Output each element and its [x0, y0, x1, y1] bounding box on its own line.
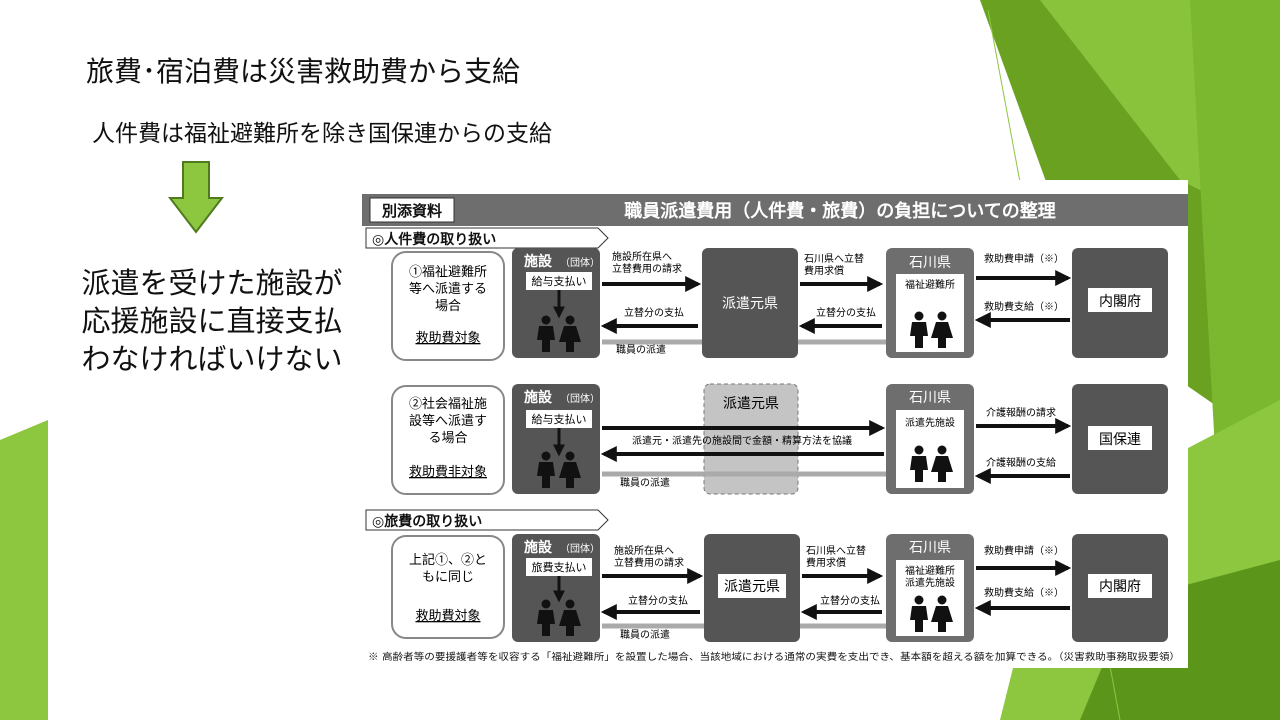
figure-header: 職員派遣費用（人件費・旅費）の負担についての整理: [624, 200, 1055, 222]
note-line-1: 派遣を受けた施設が: [81, 266, 343, 300]
row1-mid-top2: 費用求償: [804, 264, 844, 277]
row1-pay-box: [526, 272, 592, 290]
note-text: 派遣を受けた施設が 応援施設に直接支払 わなければいけない: [62, 264, 362, 378]
row1-back-label: 立替分の支払: [624, 306, 684, 319]
row3-left-category: 救助費対象: [415, 608, 480, 624]
row2-left-category: 救助費非対象: [409, 464, 487, 480]
row1-top-label2: 立替費用の請求: [612, 262, 682, 275]
row3-pref-sub2: 派遣先施設: [905, 576, 955, 589]
row3-right-top: 救助費申請（※）: [984, 544, 1064, 557]
row2-facility-label: 施設: [524, 389, 553, 406]
row3-pref-inner: [896, 560, 964, 636]
slide-subtitle: 人件費は福祉避難所を除き国保連からの支給: [92, 121, 552, 147]
row2-right-bottom: 介護報酬の支給: [986, 456, 1056, 469]
row3-mid-back: 立替分の支払: [820, 594, 880, 607]
row2-pref-label: 石川県: [909, 390, 951, 406]
row1-staff-label: 職員の派遣: [616, 343, 666, 356]
row2-mid-label: 派遣元県: [723, 396, 779, 412]
row3-right-bottom: 救助費支給（※）: [984, 586, 1064, 599]
row2-left-line1: ②社会福祉施: [409, 396, 487, 412]
row1-mid-label: 派遣元県: [722, 296, 778, 312]
row1-right-label-box: [1088, 288, 1152, 312]
row2-left-frame: [391, 385, 505, 495]
row2-left-line3: る場合: [428, 431, 467, 446]
row3-pref-label: 石川県: [909, 540, 951, 556]
row1-left-line2: 等へ派遣する: [409, 281, 487, 297]
row3-top-label2: 立替費用の請求: [614, 556, 684, 569]
row3-left-frame: [391, 535, 505, 639]
row2-right-label-box: [1088, 426, 1152, 450]
row3-facility-label: 施設: [524, 539, 553, 556]
cost-flow-figure: 別添資料 職員派遣費用（人件費・旅費）の負担についての整理 ◎人件費の取り扱い …: [362, 180, 1188, 668]
row1-pay-label: 給与支払い: [532, 274, 587, 288]
row1-facility-sub: （団体）: [560, 257, 600, 269]
row2-right-top: 介護報酬の請求: [986, 406, 1056, 419]
row1-pref-label: 石川県: [909, 255, 951, 271]
row1-left-frame: [391, 251, 505, 361]
row3-pay-box: [526, 558, 592, 576]
row2-left-line2: 設等へ派遣す: [409, 413, 487, 429]
row1-left-line3: 場合: [435, 299, 461, 314]
arrow-down-icon: [168, 161, 224, 234]
figure-tag: 別添資料: [381, 202, 442, 220]
row3-facility-sub: （団体）: [560, 543, 600, 555]
row3-pay-label: 旅費支払い: [532, 560, 587, 574]
row2-negotiate-label: 派遣元・派遣先の施設間で金額・精算方法を協議: [632, 434, 852, 447]
row3-left-line1: 上記①、②と: [409, 552, 487, 568]
figure-footnote: ※ 高齢者等の要援護者等を収容する「福祉避難所」を設置した場合、当該地域における…: [368, 651, 1180, 663]
row3-left-line2: もに同じ: [422, 570, 474, 585]
section-label-1: ◎人件費の取り扱い: [372, 231, 496, 248]
row3-back-label: 立替分の支払: [628, 594, 688, 607]
row1-mid-box: [702, 248, 798, 358]
section-tab-2: [365, 509, 609, 531]
row3-staff-label: 職員の派遣: [620, 628, 670, 641]
figure-tag-box: [369, 197, 455, 223]
row2-right-label: 国保連: [1099, 432, 1141, 448]
row1-pref-inner: [896, 274, 964, 352]
section-label-2: ◎旅費の取り扱い: [372, 513, 482, 530]
row1-right-label: 内閣府: [1099, 294, 1141, 310]
row1-left-line1: ①福祉避難所: [409, 265, 487, 280]
row2-mid-box: [703, 383, 799, 495]
row2-pay-box: [526, 410, 592, 428]
row3-right-label-box: [1088, 574, 1152, 598]
green-corner-left: [0, 420, 48, 720]
row1-left-category: 救助費対象: [415, 330, 480, 346]
row2-staff-label: 職員の派遣: [620, 476, 670, 489]
section-tab-1: [365, 227, 609, 249]
row1-facility-label: 施設: [524, 253, 553, 270]
row1-top-label1: 施設所在県へ: [612, 250, 672, 263]
row3-mid-label: 派遣元県: [724, 579, 780, 595]
row2-pref-sub1: 派遣先施設: [905, 416, 955, 429]
slide-title: 旅費･宿泊費は災害救助費から支給: [86, 55, 521, 88]
row1-mid-top1: 石川県へ立替: [804, 252, 864, 265]
row1-right-bottom: 救助費支給（※）: [984, 300, 1064, 313]
row2-pay-label: 給与支払い: [532, 412, 587, 426]
row1-pref-sub1: 福祉避難所: [905, 278, 955, 291]
row3-mid-top1: 石川県へ立替: [806, 544, 866, 557]
figure-svg: 別添資料 職員派遣費用（人件費・旅費）の負担についての整理 ◎人件費の取り扱い …: [362, 194, 1188, 663]
row3-mid-top2: 費用求償: [806, 556, 846, 569]
row2-facility-sub: （団体）: [560, 393, 600, 405]
row3-right-label: 内閣府: [1099, 579, 1141, 595]
row2-pref-inner: [896, 410, 964, 488]
row3-mid-label-box: [718, 574, 786, 598]
note-line-3: わなければいけない: [81, 342, 343, 376]
row1-right-top: 救助費申請（※）: [984, 252, 1064, 265]
row3-pref-sub1: 福祉避難所: [905, 564, 955, 577]
note-line-2: 応援施設に直接支払: [81, 304, 343, 338]
row3-top-label1: 施設所在県へ: [614, 544, 674, 557]
row1-mid-back: 立替分の支払: [816, 306, 876, 319]
figure-header-bar: [362, 194, 1188, 226]
